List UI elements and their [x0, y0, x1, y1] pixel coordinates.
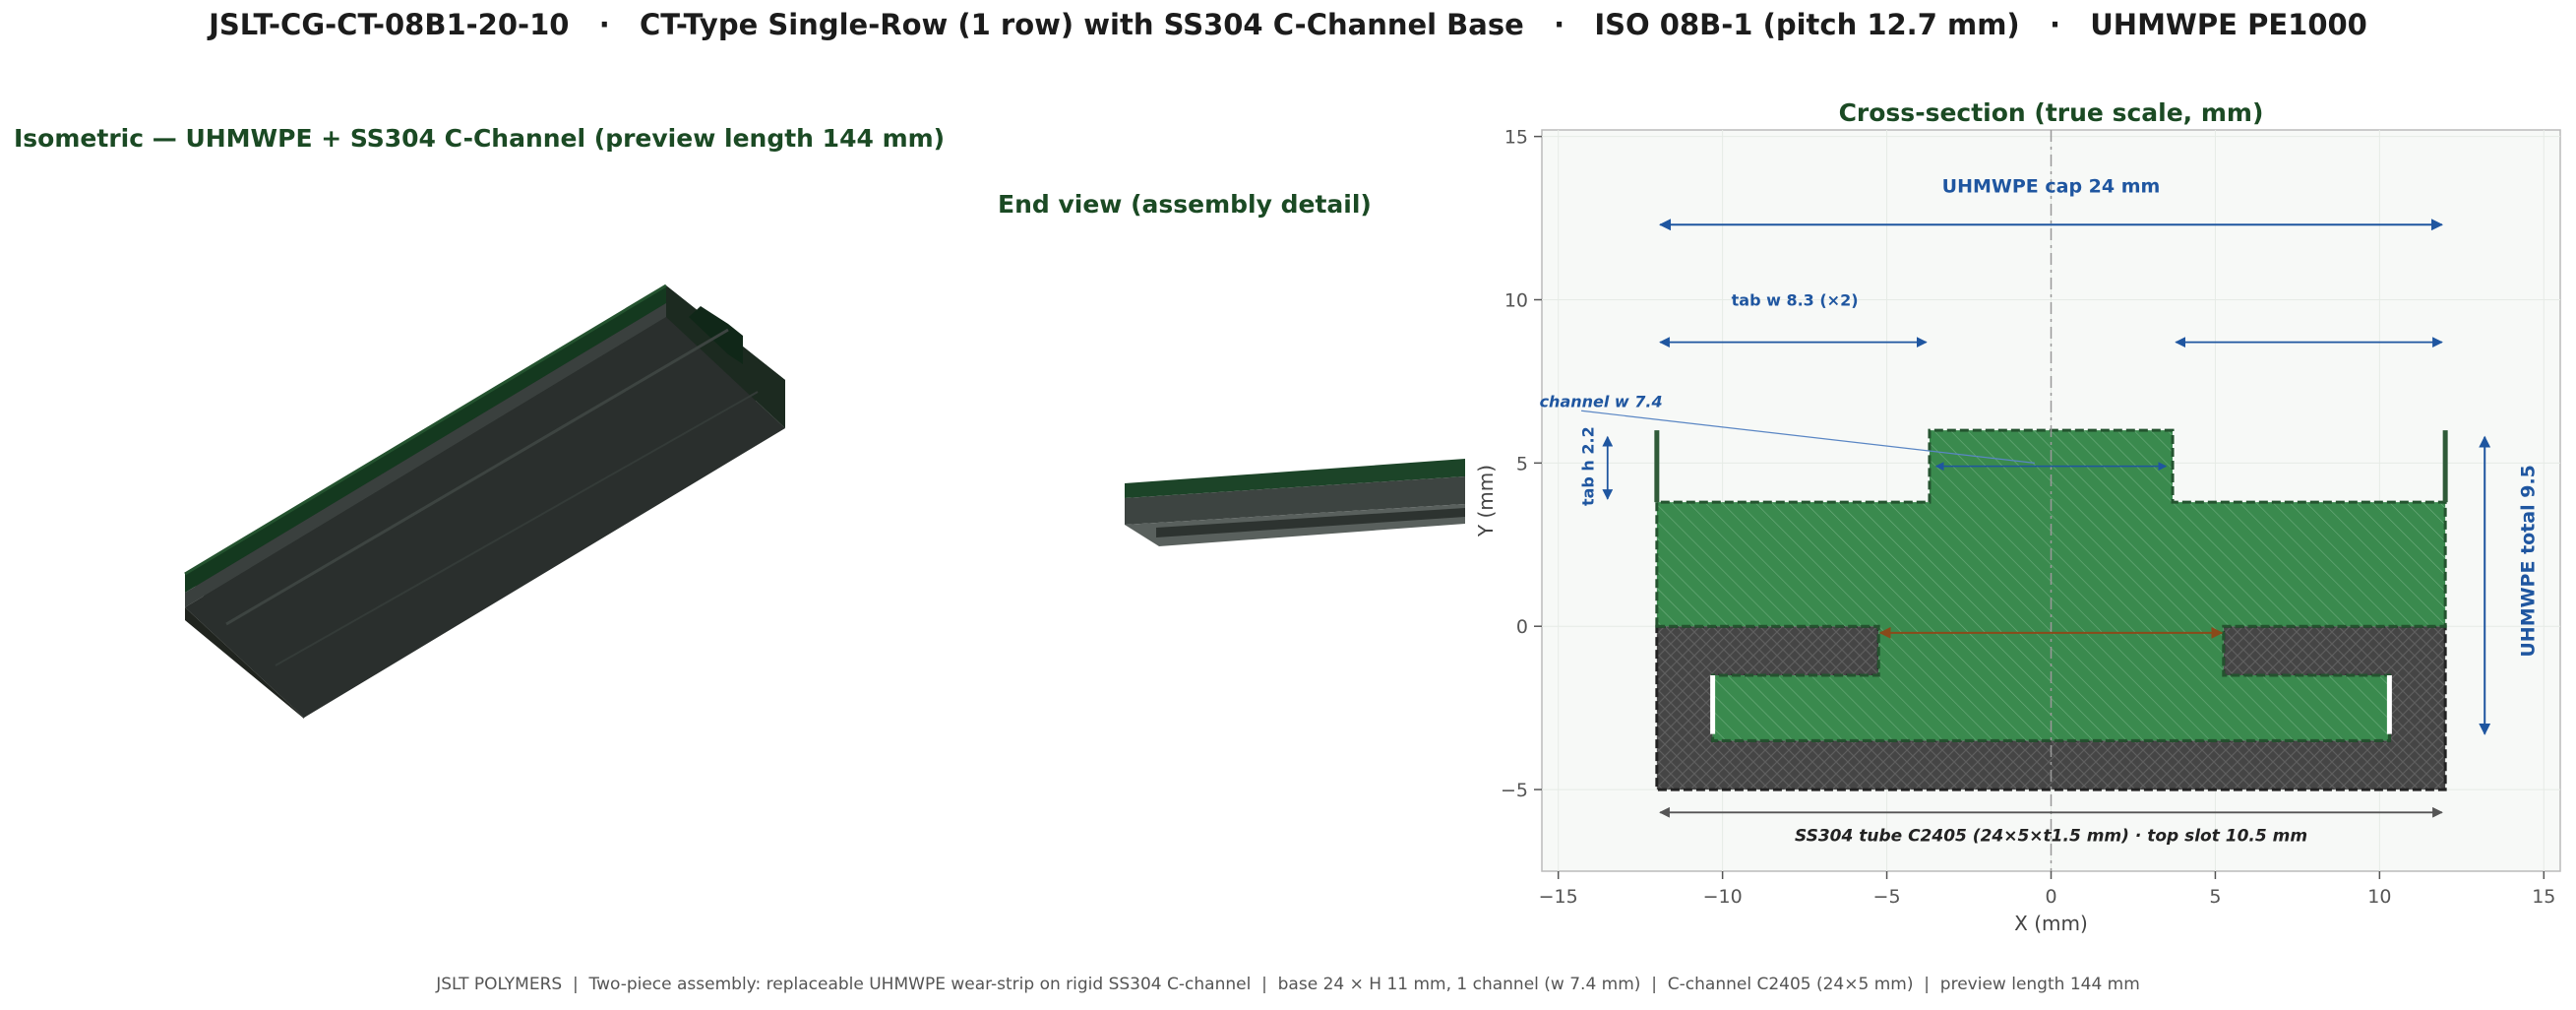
- tab-width-label: tab w 8.3 (×2): [1732, 290, 1859, 309]
- end-view: [1125, 459, 1465, 546]
- iso-end-face: [185, 607, 304, 719]
- iso-uhmwpe-edge: [185, 285, 666, 593]
- x-tick-label: 15: [2532, 886, 2555, 908]
- channel-width-label: channel w 7.4: [1540, 392, 1663, 410]
- x-tick-label: −15: [1539, 886, 1578, 908]
- total-height-label: UHMWPE total 9.5: [2518, 465, 2540, 658]
- tab-height-label: tab h 2.2: [1579, 426, 1598, 506]
- y-tick-label: −5: [1501, 780, 1528, 801]
- uhmwpe-cap: [1655, 428, 2447, 742]
- end-steel-top: [1125, 476, 1465, 525]
- tube-spec-label: SS304 tube C2405 (24×5×t1.5 mm) · top sl…: [1795, 827, 2307, 847]
- isometric-view: [184, 284, 785, 719]
- x-tick-label: −10: [1703, 886, 1743, 908]
- x-tick-label: 5: [2209, 886, 2221, 908]
- iso-steel-edge: [185, 303, 666, 607]
- end-view-title: End view (assembly detail): [998, 190, 1372, 219]
- page-title: JSLT-CG-CT-08B1-20-10 · CT-Type Single-R…: [209, 8, 2367, 41]
- y-tick-label: 15: [1504, 127, 1528, 149]
- iso-groove-line: [275, 391, 759, 666]
- end-channel-slot: [1156, 508, 1465, 537]
- x-tick-label: 0: [2045, 886, 2056, 908]
- x-tick-label: 10: [2367, 886, 2391, 908]
- end-uhmwpe-strip: [1125, 459, 1465, 498]
- ss304-c-channel: [1655, 624, 2447, 791]
- x-tick-label: −5: [1873, 886, 1901, 908]
- iso-body: [185, 317, 785, 718]
- cap-width-label: UHMWPE cap 24 mm: [1942, 175, 2161, 197]
- y-tick-label: 5: [1516, 453, 1528, 474]
- y-tick-label: 0: [1516, 616, 1528, 638]
- grid: [1542, 130, 2560, 871]
- plot-area: [1541, 129, 2561, 872]
- channel-width-leader: [1580, 410, 2035, 464]
- iso-rail-block: [689, 306, 743, 364]
- y-tick-label: 10: [1504, 289, 1528, 311]
- section-shapes: [1654, 130, 2448, 871]
- footer-note: JSLT POLYMERS | Two-piece assembly: repl…: [436, 975, 2140, 994]
- dimension-annotations: UHMWPE cap 24 mm tab w 8.3 (×2) channel w …: [1540, 175, 2540, 846]
- iso-slot-line: [225, 328, 729, 626]
- y-axis-label: Y (mm): [1474, 465, 1498, 537]
- axis-ticks: −15 −10 −5 0 5 10 15 −5 0 5 10 15: [1501, 127, 2555, 908]
- x-axis-label: X (mm): [2014, 912, 2088, 935]
- isometric-title: Isometric — UHMWPE + SS304 C-Channel (pr…: [14, 124, 946, 153]
- cross-section-title: Cross-section (true scale, mm): [1838, 98, 2264, 127]
- iso-top-edge: [184, 284, 667, 576]
